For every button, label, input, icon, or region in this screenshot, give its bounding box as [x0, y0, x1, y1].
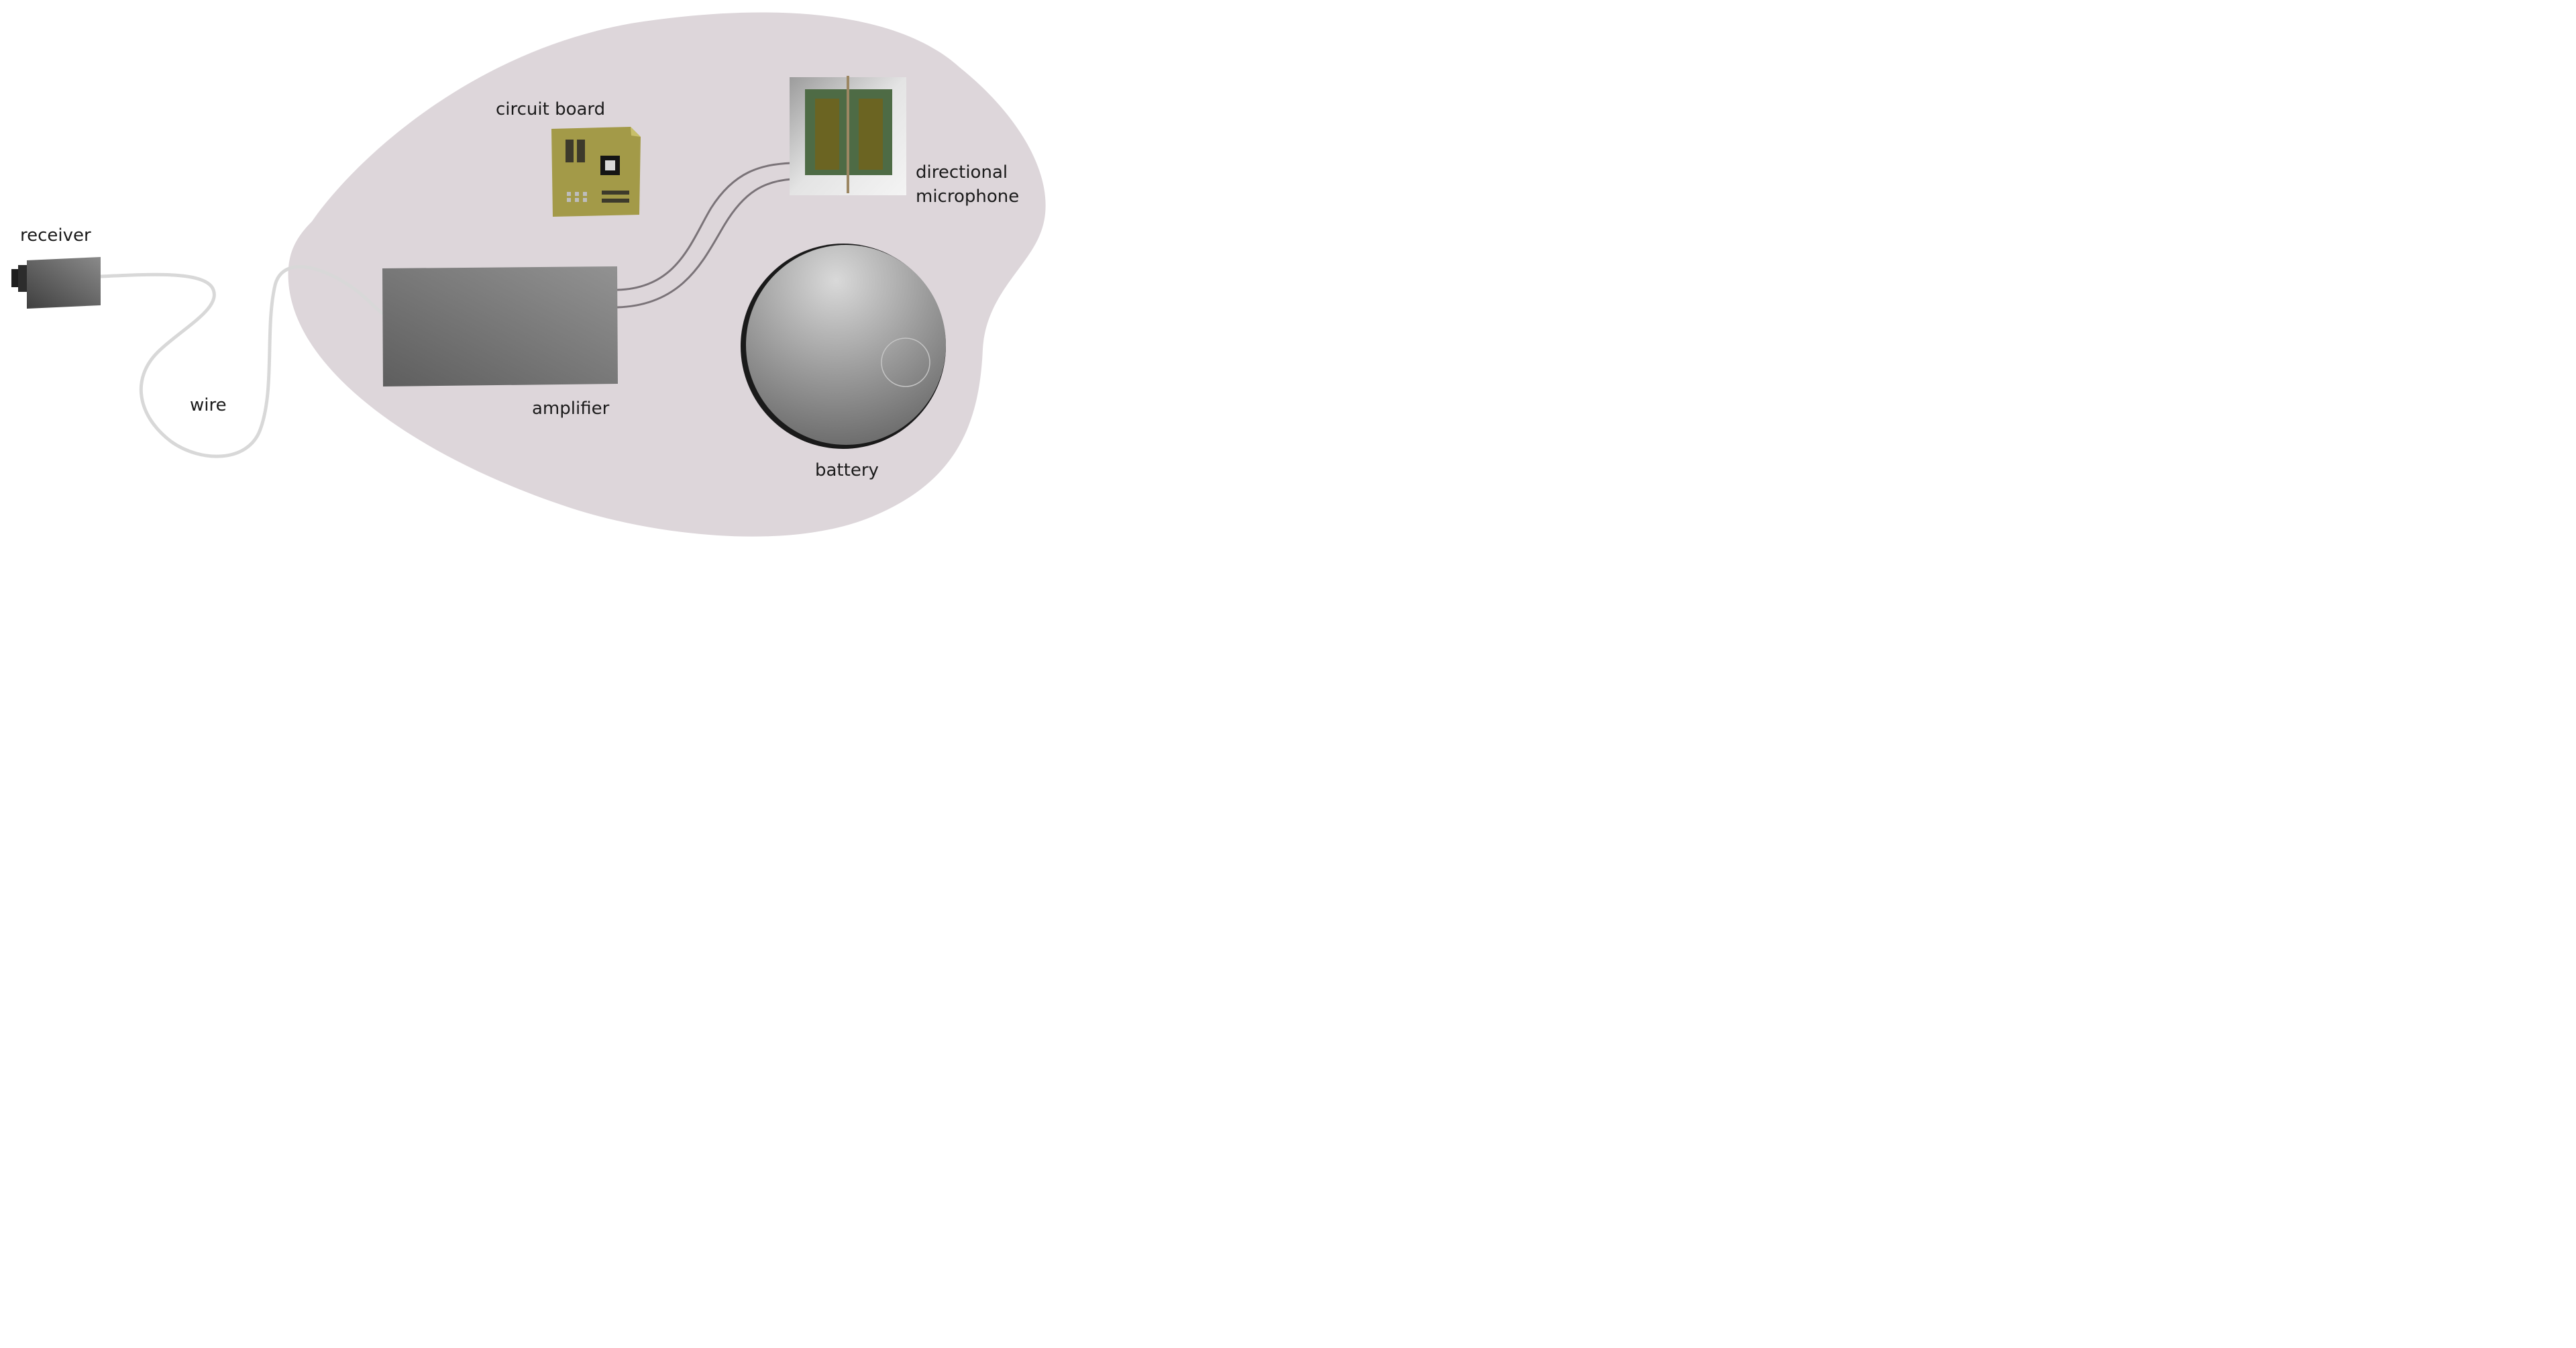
battery-label: battery — [815, 460, 879, 480]
directional-microphone-component — [790, 76, 906, 195]
hearing-aid-diagram: receiver wire circuit board amplifier di… — [11, 12, 1046, 537]
mic-wire-upper — [616, 162, 792, 291]
circuit-board-component — [551, 127, 641, 217]
wire-label: wire — [190, 395, 227, 415]
receiver-component — [11, 257, 101, 309]
circuit-board-label: circuit board — [496, 99, 605, 119]
battery-component — [741, 244, 946, 449]
mic-wire-lower — [616, 178, 792, 309]
amplifier-component — [382, 266, 618, 386]
wire-cable — [99, 265, 388, 458]
receiver-label: receiver — [20, 225, 91, 246]
directional-microphone-label-line1: directional — [916, 162, 1008, 183]
amplifier-label: amplifier — [532, 399, 610, 419]
directional-microphone-label-line2: microphone — [916, 187, 1019, 207]
